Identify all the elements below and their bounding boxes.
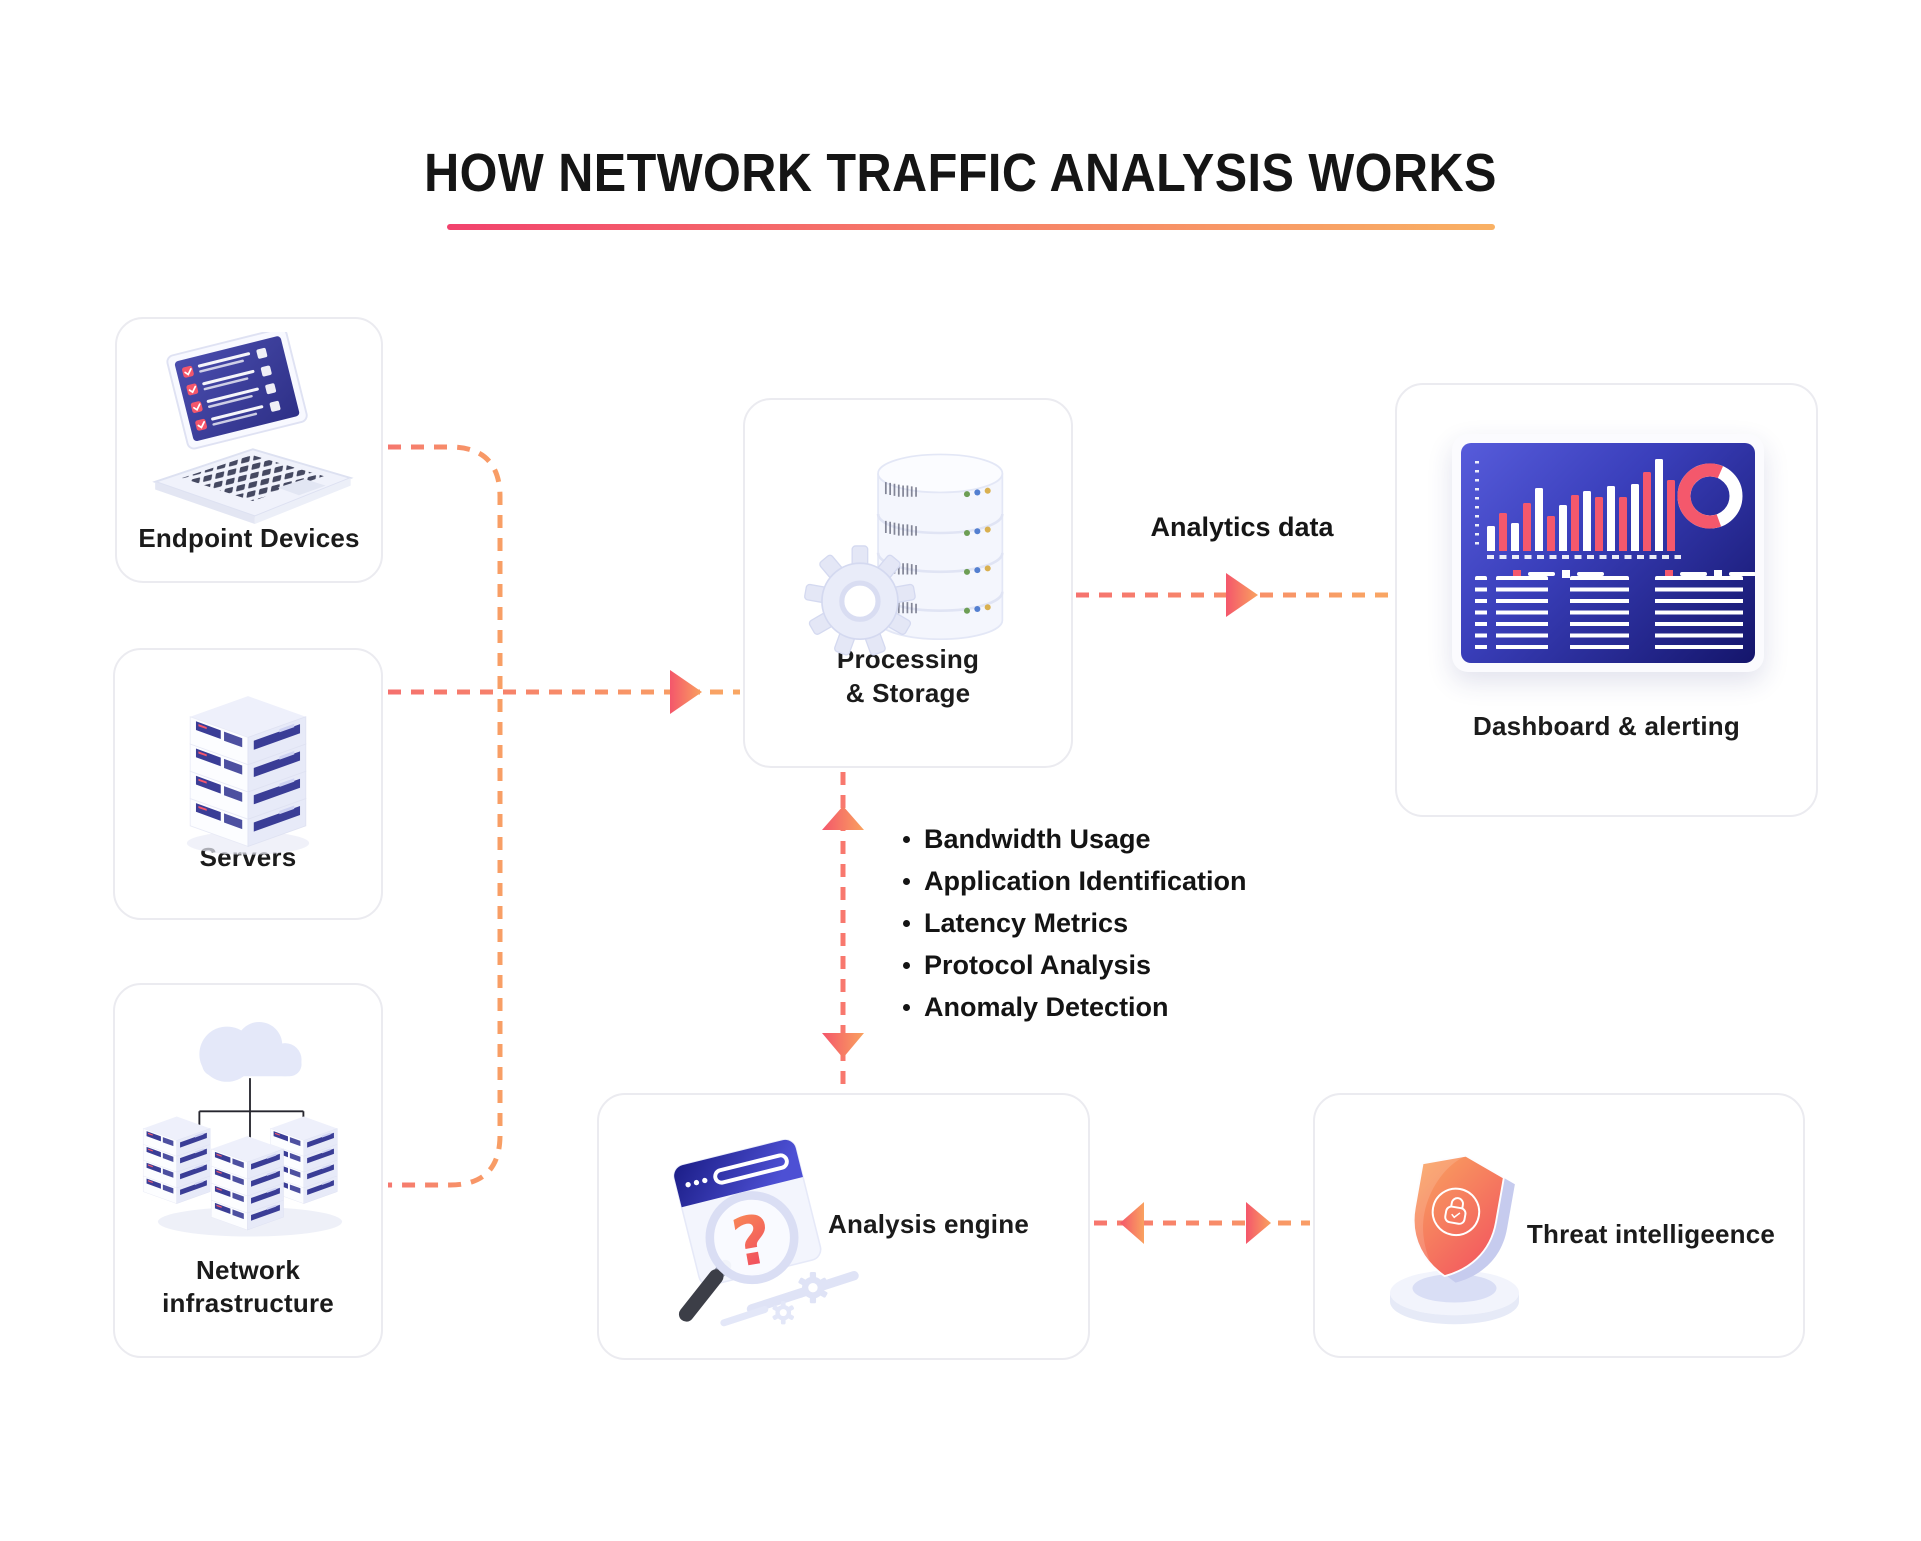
dash-bar [1487,526,1495,551]
arrowhead-to-dashboard [1226,573,1258,617]
bullet-dot [903,1003,910,1011]
dash-bar [1535,488,1543,551]
dash-bar [1511,523,1519,551]
bar-chart-legend [1513,570,1604,578]
node-label: Dashboard & alerting [1473,711,1740,741]
node-processing-storage: Processing & Storage [743,398,1073,768]
cloud-links [198,1078,305,1144]
feature-text: Latency Metrics [924,907,1129,938]
dash-y-axis-labels [1475,461,1479,549]
gear-icon [804,545,916,656]
dash-bar [1643,471,1651,551]
feature-text: Bandwidth Usage [924,823,1151,854]
feature-item: Anomaly Detection [903,986,1247,1028]
dash-bar [1631,483,1639,551]
node-servers: Servers [113,648,383,920]
dashboard-screen [1461,443,1755,663]
connector-endpoint-network-merge [388,444,503,1188]
node-endpoint-devices: Endpoint Devices [115,317,383,583]
dash-bar-chart [1487,459,1681,551]
node-threat-intelligence: Threat intelligeence [1313,1093,1805,1358]
arrowhead-up [822,806,864,830]
node-label: Endpoint Devices [138,523,360,553]
dash-bar [1619,496,1627,551]
legend-line [1528,572,1555,576]
feature-item: Latency Metrics [903,902,1247,944]
dash-text-placeholder-rows [1475,576,1743,650]
arrowhead-to-processing [670,670,702,714]
legend-swatch-red [1513,570,1521,578]
feature-item: Bandwidth Usage [903,818,1247,860]
donut-chart [1677,463,1743,529]
node-label: Network infrastructure [162,1255,334,1318]
legend-swatch-white [1562,570,1570,578]
dashboard-illustration [1452,434,1764,672]
page-title: HOW NETWORK TRAFFIC ANALYSIS WORKS [424,143,1497,203]
node-label-line1: Processing [836,644,980,674]
placeholder-col [1475,576,1487,650]
lock-icon [1431,1187,1481,1237]
magnifier-handle [678,1269,724,1322]
magnifier-lens [705,1191,799,1285]
dash-x-axis-labels [1487,555,1681,559]
dash-bar [1595,496,1603,551]
database-gear-icon [804,453,1004,656]
feature-text: Protocol Analysis [924,949,1152,980]
placeholder-col [1569,576,1629,650]
legend-line [1577,572,1604,576]
legend-swatch-white [1714,570,1722,578]
dash-bar [1583,491,1591,551]
placeholder-col [1495,576,1548,650]
arrowhead-down [822,1033,864,1058]
title-underline [447,224,1495,230]
feature-text: Application Identification [924,865,1247,896]
bullet-dot [903,877,910,885]
dash-bar [1655,459,1663,551]
legend-swatch-red [1665,570,1673,578]
node-label-line2: & Storage [845,678,971,708]
small-gear-icon [772,1300,794,1325]
feature-item: Protocol Analysis [903,944,1247,986]
bullet-dot [903,835,910,843]
node-label: Analysis engine [828,1209,1029,1239]
shield-lock-icon [1390,1154,1519,1325]
dash-bar [1499,513,1507,551]
dash-bar [1547,516,1555,551]
placeholder-col [1654,576,1743,650]
analysis-magnifier-icon: ? [673,1139,859,1327]
dash-bar [1667,480,1675,551]
node-network-infrastructure: Network infrastructure [113,983,383,1358]
legend-line [1680,572,1707,576]
bullet-dot [903,961,910,969]
node-label: Threat intelligeence [1526,1219,1776,1249]
network-cloud-icon [130,1021,343,1237]
node-analysis-engine: ? [597,1093,1090,1360]
arrowhead-right [1246,1202,1271,1244]
shield-shape [1412,1154,1515,1283]
donut-legend [1665,570,1755,578]
laptop-icon [152,332,354,524]
legend-line [1729,572,1755,576]
feature-text: Anomaly Detection [924,991,1169,1022]
node-dashboard-alerting: Dashboard & alerting [1395,383,1818,817]
feature-item: Application Identification [903,860,1247,902]
dash-bar [1559,505,1567,551]
cloud-shape [199,1021,302,1082]
analytics-data-label: Analytics data [1150,512,1334,542]
arrowhead-left [1120,1202,1144,1244]
bullet-dot [903,919,910,927]
dash-bar [1523,503,1531,551]
dash-bar [1607,485,1615,551]
server-stack-icon [186,668,310,855]
small-gear-icon [798,1272,828,1304]
dash-bar [1571,494,1579,551]
